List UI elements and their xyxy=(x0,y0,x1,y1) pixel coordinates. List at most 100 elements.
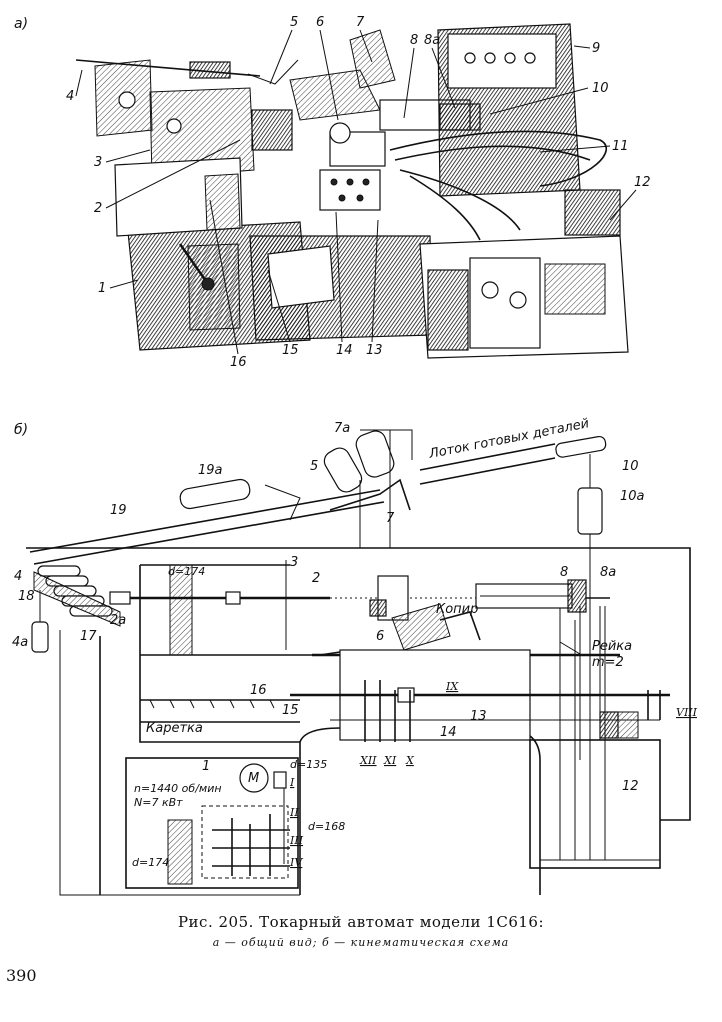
magazine-rail-top xyxy=(29,489,381,553)
svg-text:6: 6 xyxy=(316,15,324,30)
svg-text:4а: 4а xyxy=(12,635,28,650)
svg-text:5: 5 xyxy=(310,459,318,474)
magazine-link xyxy=(264,484,301,521)
svg-text:I: I xyxy=(289,776,295,789)
motor-power: N=7 кВт xyxy=(134,796,183,809)
svg-text:16: 16 xyxy=(230,355,247,370)
panel-button-2 xyxy=(484,52,496,64)
svg-text:2: 2 xyxy=(94,201,102,216)
copier-stylus xyxy=(369,599,387,617)
gearbox-cover xyxy=(204,173,241,231)
copier-label: Копир xyxy=(436,602,478,617)
svg-text:3: 3 xyxy=(94,155,102,170)
copying-support-6 xyxy=(391,603,451,651)
svg-text:7: 7 xyxy=(356,15,365,30)
gearbox-dashed xyxy=(201,805,289,879)
carriage-teeth xyxy=(149,699,275,709)
hydraulic-panel xyxy=(469,257,541,349)
svg-text:IV: IV xyxy=(289,856,303,869)
svg-text:19а: 19а xyxy=(198,463,223,478)
svg-text:XII: XII xyxy=(359,754,377,767)
svg-text:10: 10 xyxy=(622,459,639,474)
loader-tray xyxy=(33,571,121,627)
apron-gears xyxy=(364,680,411,742)
svg-text:8: 8 xyxy=(560,565,568,580)
spindle-coupling xyxy=(225,591,241,605)
unloader-frame xyxy=(360,429,413,460)
hydraulic-gauge-1 xyxy=(481,281,499,299)
panel-button-4 xyxy=(524,52,536,64)
headstock-housing xyxy=(149,87,255,179)
hydraulic-tube-4 xyxy=(409,175,481,241)
hydraulic-tank-side xyxy=(427,269,469,351)
outer-frame xyxy=(26,547,691,821)
tray-cylinder-10 xyxy=(555,435,607,458)
tray-rail-top xyxy=(419,443,556,471)
panel-a-tag: а) xyxy=(14,16,28,32)
gearbox-shafts xyxy=(212,829,290,867)
pulley-d174-top xyxy=(169,564,193,656)
svg-text:II: II xyxy=(289,806,299,819)
headstock-dial xyxy=(166,118,182,134)
svg-text:X: X xyxy=(405,754,415,767)
svg-text:8а: 8а xyxy=(600,565,616,580)
motor-circle xyxy=(239,763,269,793)
counterweight-10a xyxy=(577,487,603,535)
svg-text:11: 11 xyxy=(612,139,629,154)
svg-text:8: 8 xyxy=(410,33,418,48)
motor-speed: n=1440 об/мин xyxy=(134,782,222,795)
apron-knob-4 xyxy=(338,194,346,202)
unloader-supports xyxy=(359,430,391,548)
page-number: 390 xyxy=(6,966,37,985)
svg-text:15: 15 xyxy=(282,343,299,358)
svg-text:14: 14 xyxy=(440,725,457,740)
svg-text:8а: 8а xyxy=(424,33,440,48)
copier-template xyxy=(439,611,481,641)
svg-text:19: 19 xyxy=(110,503,127,518)
svg-text:12: 12 xyxy=(634,175,651,190)
pump-motor xyxy=(544,263,606,315)
worm-coupling xyxy=(397,687,415,703)
unloading-mechanism xyxy=(349,29,396,89)
pulley-d135-label: d=135 xyxy=(290,758,327,771)
chip-opening xyxy=(267,245,335,309)
svg-text:1: 1 xyxy=(202,759,210,774)
unloader-cylinder-7a-2 xyxy=(355,430,395,478)
motor-pulley xyxy=(273,771,287,789)
drive-box-1 xyxy=(125,757,299,889)
spindle-chuck xyxy=(251,109,293,151)
svg-text:9: 9 xyxy=(592,41,600,56)
panel-a-general-view: а) xyxy=(14,15,651,370)
hydraulic-tube-3 xyxy=(399,169,521,231)
arm-linkage xyxy=(247,59,299,85)
svg-text:17: 17 xyxy=(80,629,97,644)
apron-knob-3 xyxy=(362,178,370,186)
svg-text:7а: 7а xyxy=(334,421,350,436)
gearbox-gears xyxy=(231,814,271,876)
svg-text:16: 16 xyxy=(250,683,267,698)
valve-block xyxy=(564,189,621,236)
pulley-d174-label: d=174 xyxy=(168,565,205,578)
svg-text:6: 6 xyxy=(376,629,384,644)
svg-text:4: 4 xyxy=(66,89,74,104)
hydraulic-tube-1 xyxy=(389,130,607,187)
control-panel xyxy=(447,33,557,89)
panel-button-3 xyxy=(504,52,516,64)
apron-knob-1 xyxy=(330,178,338,186)
tray-rail-bottom xyxy=(419,457,556,485)
feed-gearbox xyxy=(617,711,639,739)
rack-module: m=2 xyxy=(592,655,624,670)
lower-frame xyxy=(59,630,300,896)
tailstock-head-8a xyxy=(567,579,587,613)
handwheel xyxy=(329,122,351,144)
shaft-VIII-gears xyxy=(647,690,661,720)
svg-text:2а: 2а xyxy=(110,613,126,628)
svg-text:VIII: VIII xyxy=(676,706,698,719)
rack-label: Рейка xyxy=(592,639,632,654)
magazine-cylinder-19a xyxy=(179,478,251,510)
figure-caption-subtitle: а — общий вид; б — кинематическая схема xyxy=(212,936,510,949)
collet xyxy=(109,591,131,605)
svg-text:14: 14 xyxy=(336,343,353,358)
hydraulic-unit-12 xyxy=(529,739,661,869)
counterweight-4a xyxy=(31,621,49,653)
